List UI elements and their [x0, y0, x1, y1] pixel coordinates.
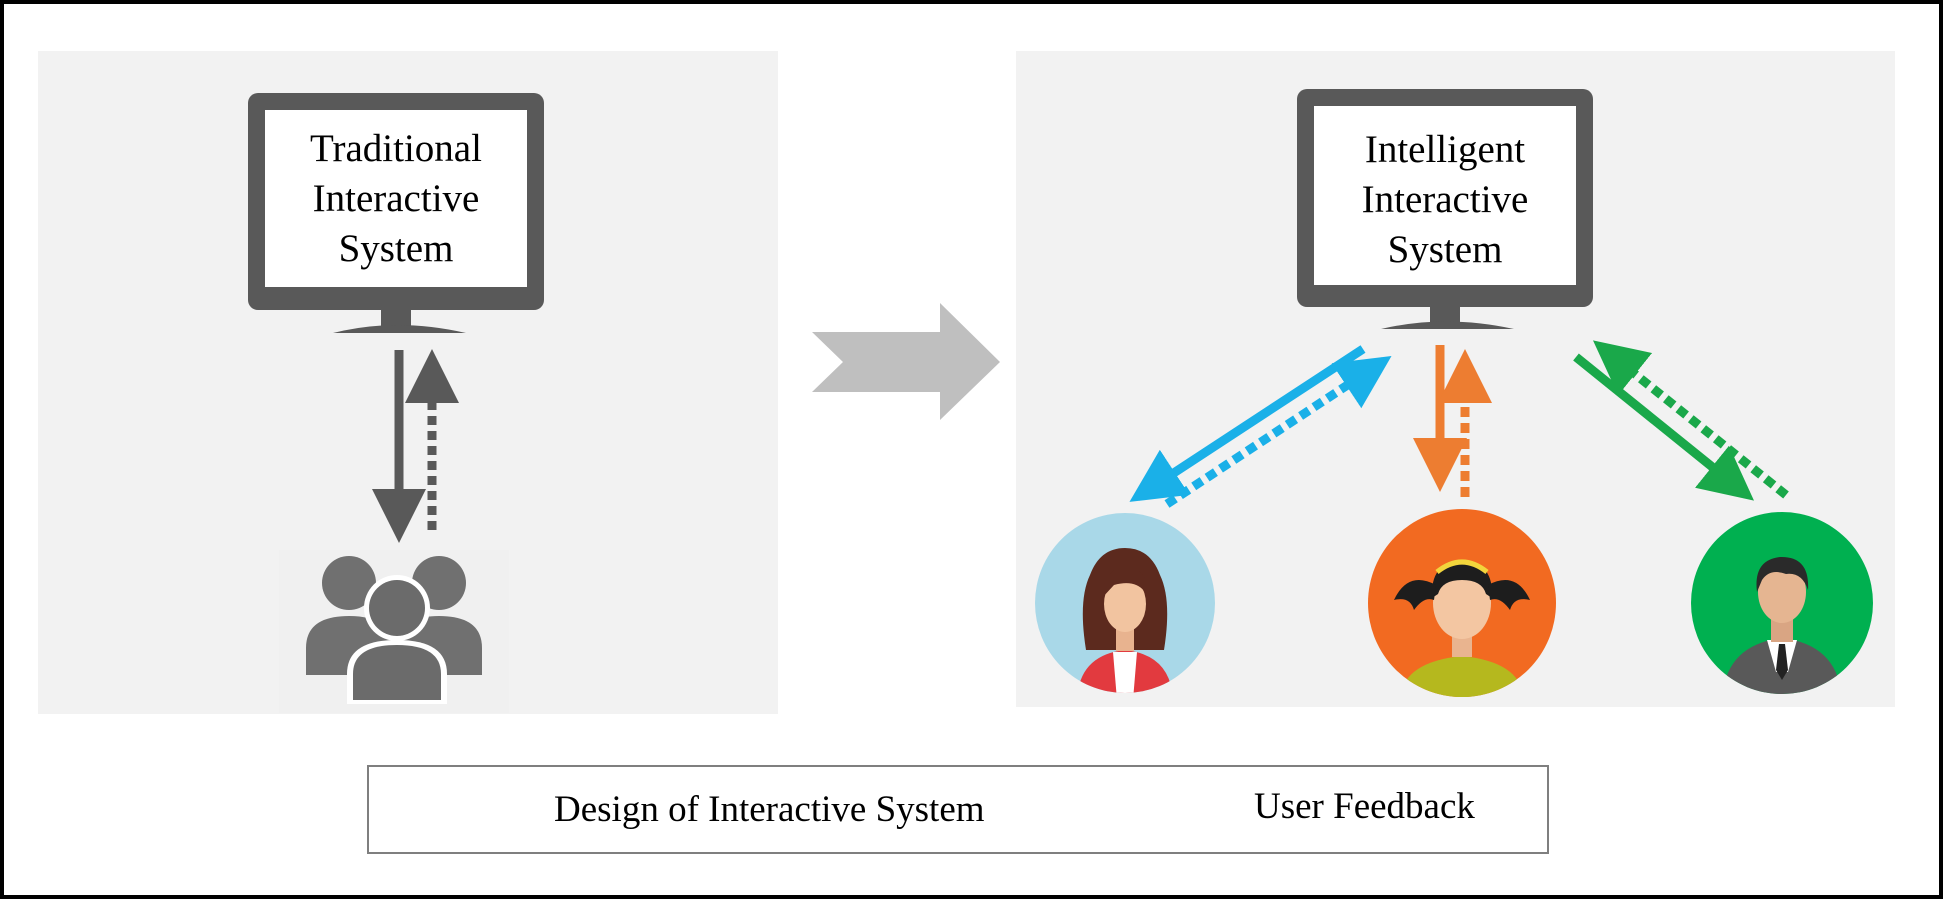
girl-avatar-icon — [1368, 509, 1556, 697]
legend — [367, 765, 1549, 854]
intelligent-screen-line-2: Interactive — [1361, 178, 1529, 221]
woman-avatar-icon — [1035, 513, 1215, 693]
businessman-avatar-icon — [1691, 512, 1873, 694]
design-arrow-user-1 — [1129, 345, 1366, 502]
user-group-icon — [279, 550, 509, 713]
feedback-arrow-user-3 — [1592, 340, 1789, 499]
traditional-screen-line-3: System — [338, 227, 454, 270]
traditional-screen-line-1: Traditional — [310, 127, 482, 170]
intelligent-screen-line-3: System — [1387, 228, 1503, 271]
traditional-screen-label: Traditional Interactive System — [265, 124, 527, 274]
legend-dotted-label: User Feedback — [1254, 786, 1475, 827]
legend-solid-label: Design of Interactive System — [554, 789, 985, 830]
feedback-arrow-user-1 — [1164, 356, 1392, 508]
transition-arrow-icon — [812, 303, 1000, 420]
intelligent-monitor-icon — [1297, 89, 1593, 329]
intelligent-screen-line-1: Intelligent — [1364, 128, 1526, 171]
traditional-screen-line-2: Interactive — [312, 177, 480, 220]
traditional-monitor-icon — [248, 93, 544, 333]
intelligent-screen-label: Intelligent Interactive System — [1314, 125, 1576, 275]
